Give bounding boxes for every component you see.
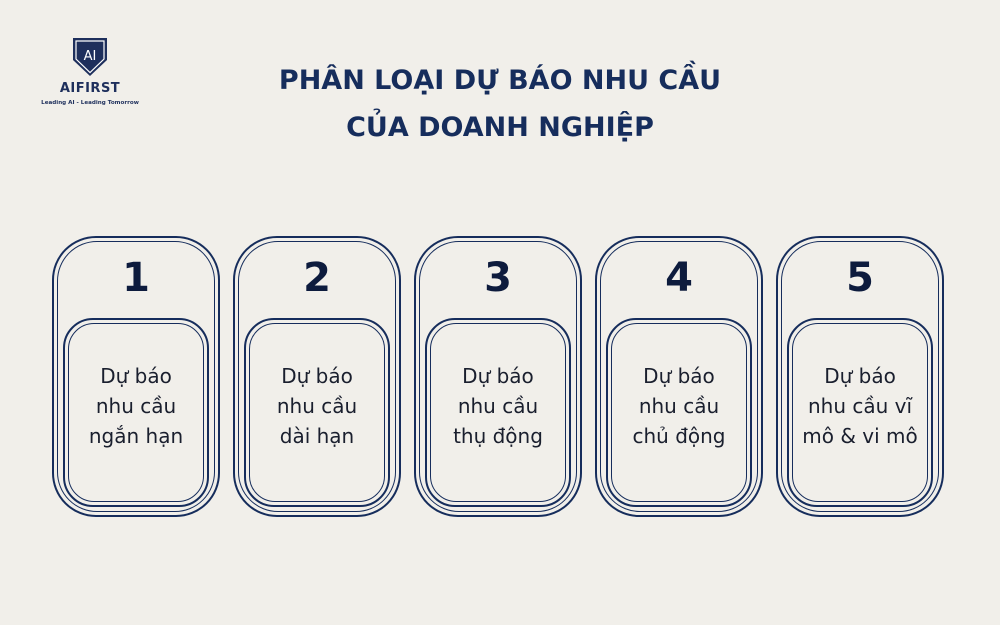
card-description: Dự báo nhu cầu thụ động [453, 361, 543, 451]
card-number: 3 [484, 255, 512, 301]
logo-name: AIFIRST [59, 81, 121, 96]
category-card-3: 3 Dự báo nhu cầu thụ động [414, 236, 582, 517]
category-card-4: 4 Dự báo nhu cầu chủ động [595, 236, 763, 517]
card-line: chủ động [632, 423, 726, 448]
card-description-box: Dự báo nhu cầu dài hạn [244, 318, 390, 507]
page-title-line-2: CỦA DOANH NGHIỆP [346, 112, 654, 143]
card-number: 2 [303, 255, 331, 301]
logo-mark: AI [84, 49, 97, 64]
card-line: nhu cầu vĩ [807, 393, 913, 418]
card-line: nhu cầu [95, 393, 177, 418]
category-card-5: 5 Dự báo nhu cầu vĩ mô & vi mô [776, 236, 944, 517]
card-line: Dự báo [100, 363, 172, 388]
card-line: dài hạn [279, 423, 355, 448]
card-description: Dự báo nhu cầu dài hạn [277, 361, 357, 451]
card-line: thụ động [453, 423, 543, 448]
card-line: ngắn hạn [88, 423, 184, 448]
logo-tagline: Leading AI - Leading Tomorrow [41, 100, 139, 106]
card-line: Dự báo [824, 363, 896, 388]
card-line: mô & vi mô [802, 423, 918, 448]
card-description-box: Dự báo nhu cầu vĩ mô & vi mô [787, 318, 933, 507]
card-line: Dự báo [643, 363, 715, 388]
page-title-line-1: PHÂN LOẠI DỰ BÁO NHU CẦU [278, 65, 722, 96]
card-description: Dự báo nhu cầu chủ động [632, 361, 725, 451]
card-description-box: Dự báo nhu cầu chủ động [606, 318, 752, 507]
card-number: 5 [846, 255, 874, 301]
brand-logo: AI AIFIRST Leading AI - Leading Tomorrow [30, 36, 150, 106]
card-line: Dự báo [462, 363, 534, 388]
card-line: nhu cầu [276, 393, 358, 418]
card-line: nhu cầu [457, 393, 539, 418]
card-description-box: Dự báo nhu cầu thụ động [425, 318, 571, 507]
card-line: nhu cầu [638, 393, 720, 418]
card-description-box: Dự báo nhu cầu ngắn hạn [63, 318, 209, 507]
card-number: 1 [122, 255, 150, 301]
shield-icon: AI [73, 38, 107, 76]
card-description: Dự báo nhu cầu ngắn hạn [89, 361, 183, 451]
card-number: 4 [665, 255, 693, 301]
category-card-2: 2 Dự báo nhu cầu dài hạn [233, 236, 401, 517]
card-line: Dự báo [281, 363, 353, 388]
category-card-1: 1 Dự báo nhu cầu ngắn hạn [52, 236, 220, 517]
card-description: Dự báo nhu cầu vĩ mô & vi mô [802, 361, 918, 451]
